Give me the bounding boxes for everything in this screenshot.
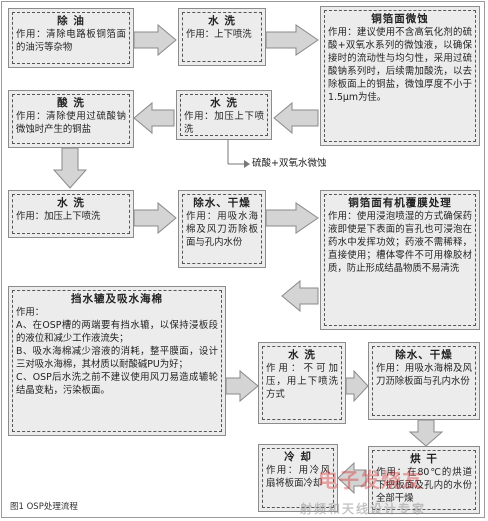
step-dry2-desc: 作用：用吸水海棉及风刀沥除板面与孔内水份 [376,363,472,387]
watermark-slogan: 射频和天线设计专家 [300,502,427,516]
step-sponge-title: 挡水辘及吸水海棉 [71,293,163,305]
step-wash1-title: 水 洗 [208,15,236,27]
step-microetch: 铜箔面微蚀 作用：建议使用不含高氧化剂的硫酸+双氧水系列的微蚀液，以确保接时的流… [320,6,480,146]
step-coating-title: 铜箔面有机覆膜处理 [348,197,452,209]
step-microetch-title: 铜箔面微蚀 [371,13,429,25]
step-degrease-desc: 作用：清除电路板铜箔面的油污等杂物 [16,29,126,53]
arrow-wash2-to-acid [133,101,175,135]
step-dry1-title: 除水、干燥 [193,197,251,209]
step-coating: 铜箔面有机覆膜处理 作用：使用浸泡喷湿的方式确保药液即使是下表面的盲孔也可浸泡在… [320,190,480,330]
step-wash2-title: 水 洗 [210,97,238,109]
step-wash1: 水 洗 作用：上下喷洗 [178,8,266,66]
step-acid-title: 酸 洗 [57,97,85,109]
step-wash4-desc: 作用：不可加压，用上下喷洗方式 [266,363,338,400]
step-sponge: 挡水辘及吸水海棉 作用： A、在OSP槽的两端要有挡水辘，以保持浸板段的液位和减… [8,286,226,436]
arrow-dry2-to-bake [408,419,444,447]
step-dry1-desc: 作用：用吸水海棉及风刀沥除板面与孔内水份 [186,211,258,248]
step-wash2: 水 洗 作用：加压上下喷洗 [176,90,272,140]
step-dry2-title: 除水、干燥 [395,349,453,361]
figure-caption: 图1 OSP处理流程 [10,502,78,512]
step-bake-desc: 作用：在80℃的烘道下把板面及孔内的水份全部干燥 [376,467,472,504]
watermark-logo: 电子发烧友 [318,468,423,492]
arrow-acid-to-wash3 [52,147,88,189]
step-wash4-title: 水 洗 [288,349,316,361]
step-wash2-desc: 作用：加压上下喷洗 [184,111,264,135]
step-dry2: 除水、干燥 作用：用吸水海棉及风刀沥除板面与孔内水份 [368,342,480,420]
arrow-wash1-to-microetch [265,24,319,56]
step-acid-desc: 作用：清除使用过硫酸钠微蚀时产生的铜盐 [16,111,126,135]
arrow-microetch-to-wash2 [273,101,319,135]
arrow-degrease-to-wash1 [133,23,177,57]
step-microetch-desc: 作用：建议使用不含高氧化剂的硫酸+双氧水系列的微蚀液，以确保接时的流动性与均匀性… [328,27,472,103]
step-bake-title: 烘 干 [410,453,438,465]
step-degrease-title: 除 油 [57,15,85,27]
step-wash1-desc: 作用：上下喷洗 [186,29,252,40]
step-cool-desc: 作用：用冷风扇将板面冷却 [266,465,330,489]
step-cool: 冷 却 作用：用冷风扇将板面冷却 [258,444,338,512]
arrow-wash4-to-dry2 [345,369,369,403]
step-degrease: 除 油 作用：清除电路板铜箔面的油污等杂物 [8,8,134,68]
step-acid: 酸 洗 作用：清除使用过硫酸钠微蚀时产生的铜盐 [8,90,134,148]
step-sponge-desc: 作用： A、在OSP槽的两端要有挡水辘，以保持浸板段的液位和减少工作液流失； B… [16,307,218,396]
arrow-wash3-to-dry1 [133,201,177,235]
step-cool-title: 冷 却 [284,451,312,463]
step-wash3-desc: 作用：加压上下喷洗 [16,211,101,222]
arrow-dry1-to-coating [265,202,319,234]
etch-note-label: 硫酸+双氧水微蚀 [252,158,327,169]
step-dry1: 除水、干燥 作用：用吸水海棉及风刀沥除板面与孔内水份 [178,190,266,268]
step-coating-desc: 作用：使用浸泡喷湿的方式确保药液即使是下表面的盲孔也可浸泡在药水中发挥功效；药液… [328,211,472,274]
arrow-bake-to-cool [337,461,367,495]
step-wash3: 水 洗 作用：加压上下喷洗 [8,190,134,238]
step-wash4: 水 洗 作用：不可加压，用上下喷洗方式 [258,342,346,424]
step-wash3-title: 水 洗 [57,197,85,209]
arrow-coating-to-sponge [281,279,319,313]
step-bake: 烘 干 作用：在80℃的烘道下把板面及孔内的水份全部干燥 [368,446,480,514]
arrow-sponge-to-wash4 [225,369,259,403]
